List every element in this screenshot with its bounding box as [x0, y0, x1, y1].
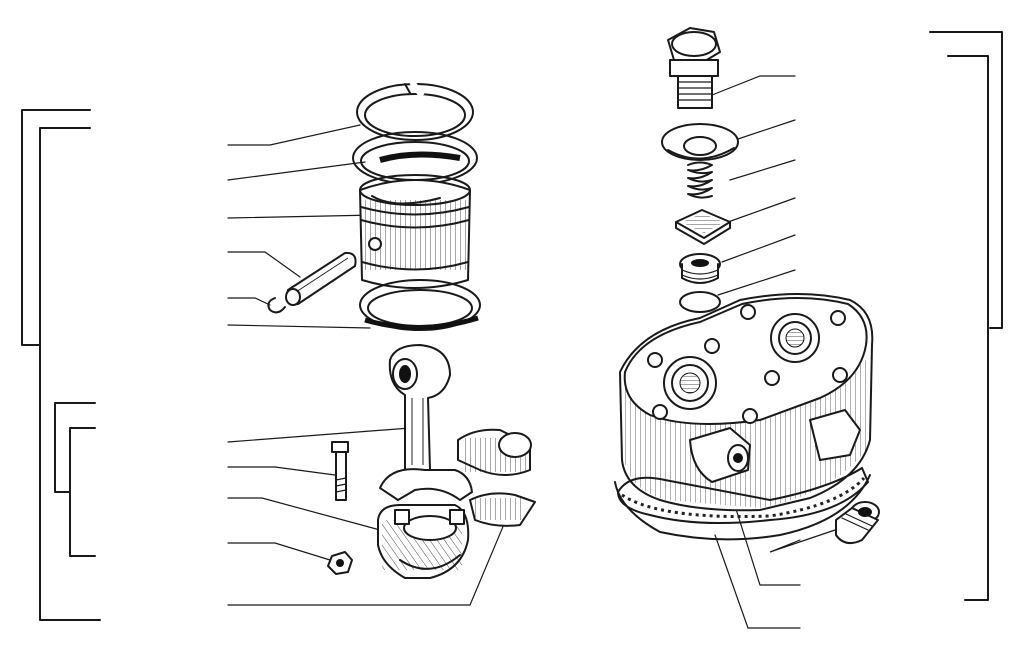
left-outer-bracket: [21, 109, 101, 621]
conrod-bolt: [331, 441, 349, 501]
upper-piston-ring: [356, 80, 474, 141]
sealing-ring: [679, 291, 721, 313]
piston-pin: [285, 251, 357, 306]
piston: [359, 174, 471, 289]
left-leader-lines: [227, 124, 511, 606]
connecting-rod: [379, 344, 473, 501]
pin-circlip: [267, 297, 286, 314]
head-plug: [835, 501, 880, 545]
conrod-bearing-cap: [377, 504, 470, 579]
left-inner-brackets: [54, 402, 96, 557]
valve-spring: [687, 161, 713, 199]
conrod-nut: [327, 551, 353, 575]
valve-plug: [667, 27, 721, 109]
right-leader-lines: [711, 75, 836, 629]
valve-plate: [675, 209, 731, 245]
cylinder-head: [619, 293, 874, 512]
head-bolt-holes: [647, 304, 848, 424]
right-outer-bracket: [929, 31, 1003, 601]
bearing-shells: [457, 428, 536, 527]
head-gasket: [614, 467, 871, 541]
valve-seat: [679, 253, 721, 284]
valve-seat-washer: [661, 123, 739, 161]
oil-scraper-ring: [359, 279, 481, 331]
